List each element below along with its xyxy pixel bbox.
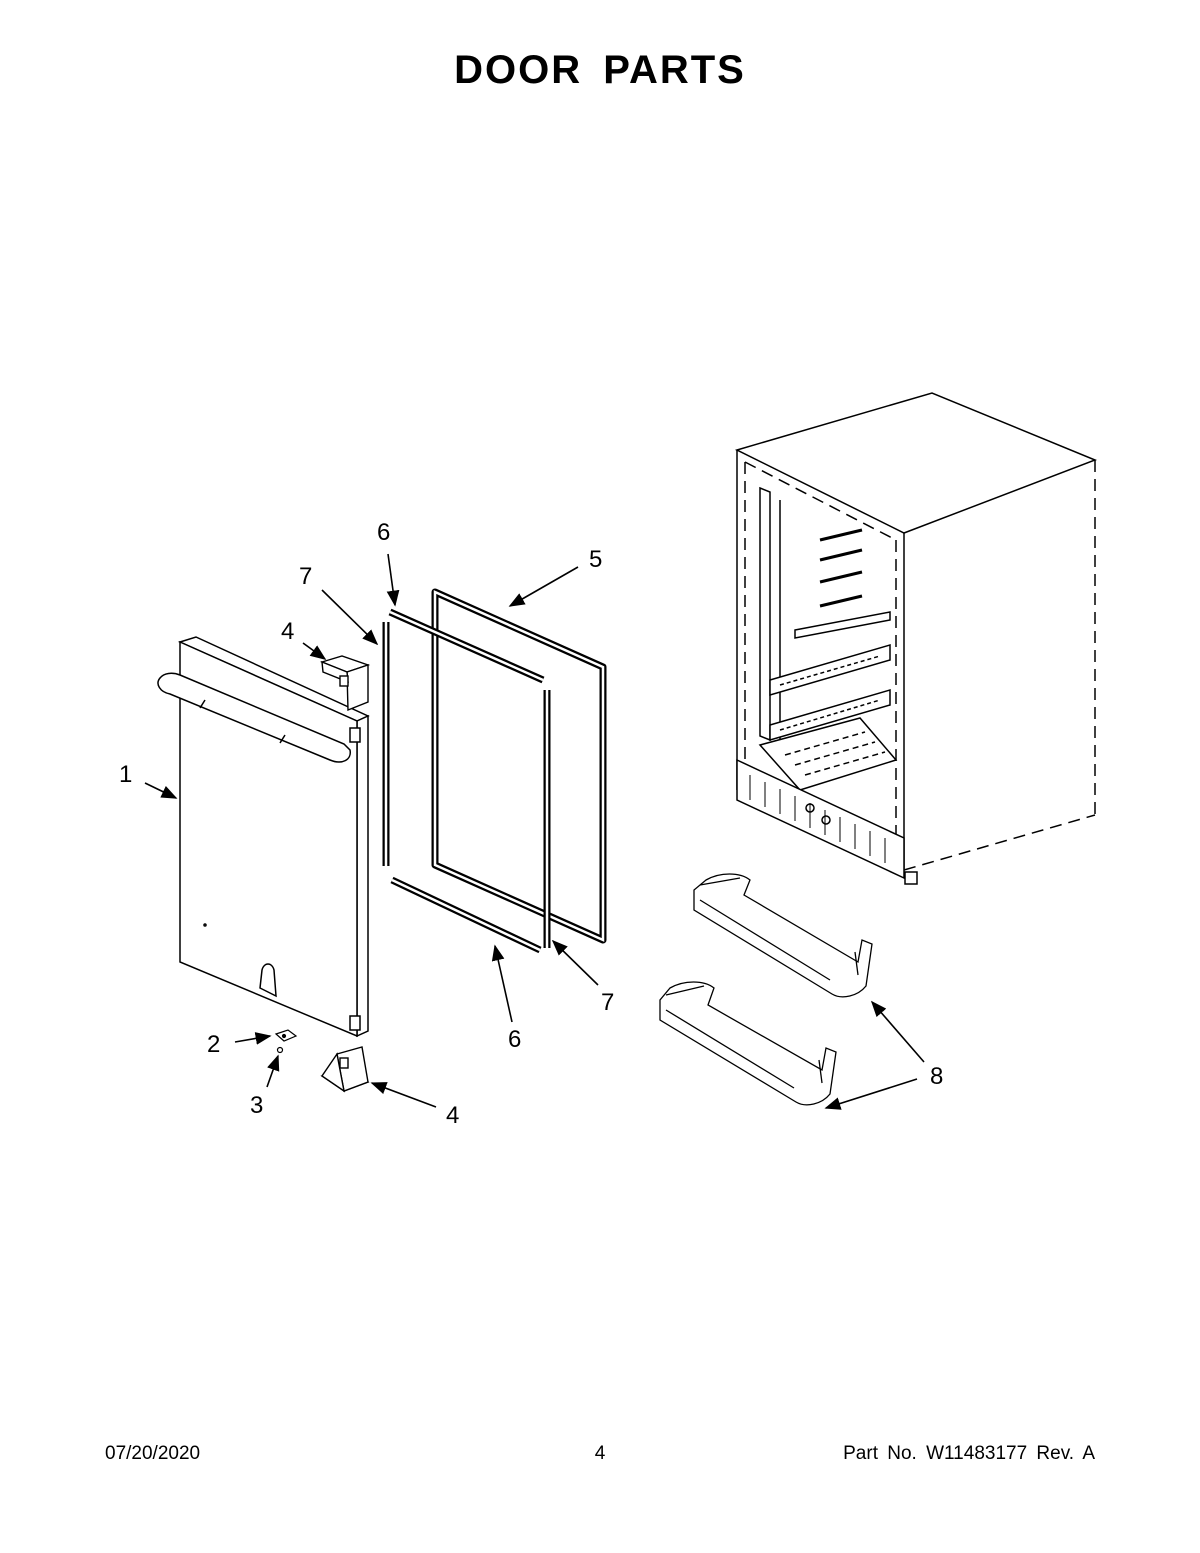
footer-date: 07/20/2020 xyxy=(105,1443,201,1464)
callout-7-top: 7 xyxy=(299,563,312,590)
callout-5: 5 xyxy=(589,546,602,573)
door-gasket xyxy=(431,588,607,944)
page-title: DOOR PARTS xyxy=(454,48,746,92)
callout-3: 3 xyxy=(250,1092,263,1119)
callout-4-top: 4 xyxy=(281,618,294,645)
cabinet-body xyxy=(734,392,1098,885)
leader-arrows xyxy=(144,553,925,1110)
door-bin-upper xyxy=(693,873,873,998)
door-panel xyxy=(157,636,370,1038)
footer-part-number: Part No. W11483177 Rev. A xyxy=(843,1443,1095,1464)
door-bin-lower xyxy=(659,981,837,1106)
callout-6-top: 6 xyxy=(377,519,390,546)
callout-2: 2 xyxy=(207,1031,220,1058)
callout-6-bottom: 6 xyxy=(508,1026,521,1053)
hinge-cover-top xyxy=(319,655,371,712)
callout-4-bottom: 4 xyxy=(446,1102,459,1129)
screw xyxy=(276,1046,284,1054)
hinge-cover-bottom xyxy=(320,1046,370,1093)
gasket-strips xyxy=(382,608,551,954)
callout-7-bottom: 7 xyxy=(601,989,614,1016)
callout-1: 1 xyxy=(119,761,132,788)
callout-8: 8 xyxy=(930,1063,943,1090)
footer-page-number: 4 xyxy=(594,1443,606,1464)
hinge-pin xyxy=(274,1029,298,1042)
